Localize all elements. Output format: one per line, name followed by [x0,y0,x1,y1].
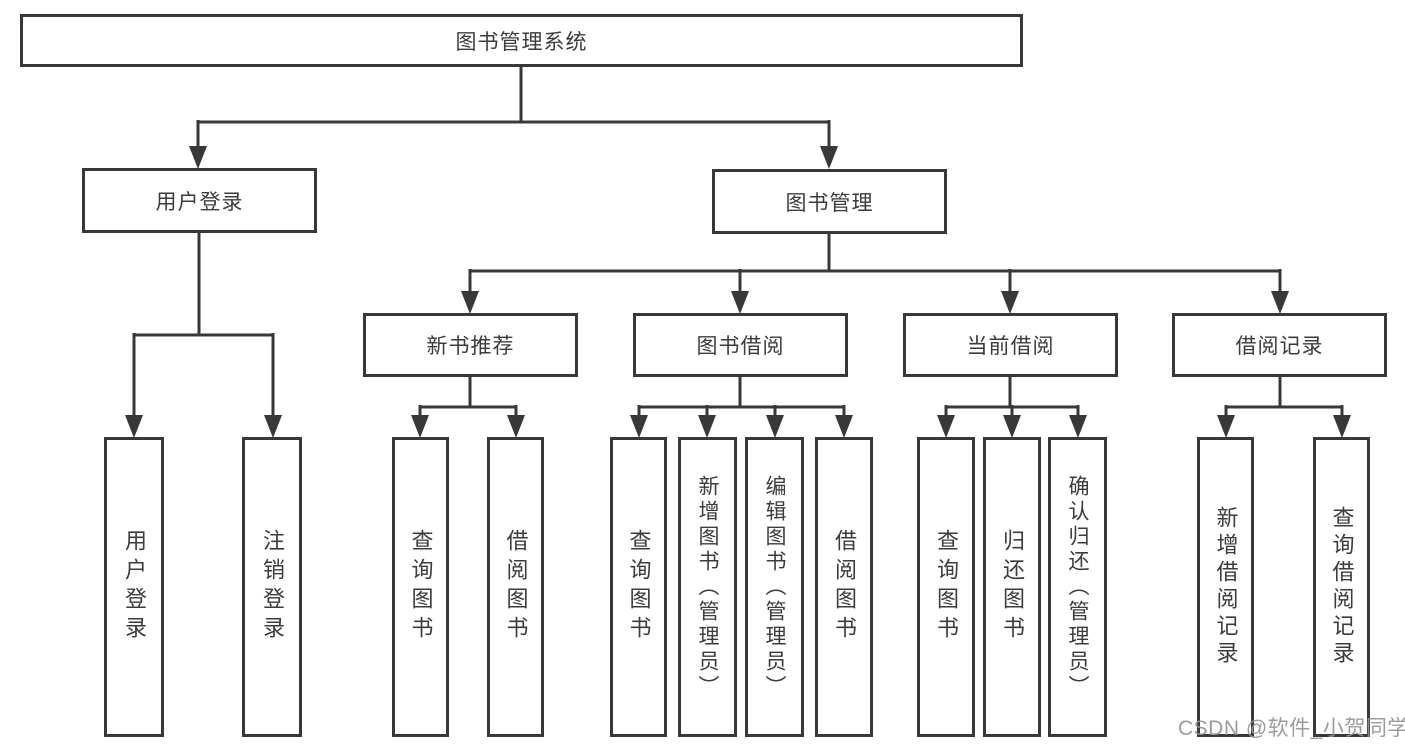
node-current-borrow: 当前借阅 [903,313,1118,377]
leaf-current-return-books-label: 归还图书 [1000,529,1025,645]
leaf-records-query-record-label: 查询借阅记录 [1329,506,1355,668]
node-book-mgmt: 图书管理 [712,169,947,234]
edge-login-to-leaves [132,233,275,416]
node-book-borrow-label: 图书借阅 [696,335,785,358]
leaf-current-confirm-return-admin: 确认归还（管理员） [1048,437,1107,737]
node-current-borrow-label: 当前借阅 [966,335,1055,358]
leaf-current-confirm-return-admin-label: 确认归还（管理员） [1066,474,1089,700]
arrowheads [125,146,1351,438]
node-new-book-rec: 新书推荐 [363,313,578,377]
leaf-borrow-add-books-admin-label: 新增图书（管理员） [696,474,719,700]
leaf-newrec-query-books: 查询图书 [392,437,449,737]
leaf-newrec-query-books-label: 查询图书 [408,529,434,645]
node-borrow-records: 借阅记录 [1172,313,1387,377]
leaf-newrec-borrow-books: 借阅图书 [487,437,544,737]
leaf-current-query-books-label: 查询图书 [934,529,959,645]
csdn-watermark: CSDN @软件_小贺同学 [1178,717,1405,740]
leaf-borrow-query-books-label: 查询图书 [626,529,652,645]
node-user-login-label: 用户登录 [155,190,244,214]
edge-borrow-to-leaves [637,377,846,416]
node-book-borrow: 图书借阅 [633,313,848,377]
leaf-logout-label: 注销登录 [260,529,285,645]
leaf-current-query-books: 查询图书 [917,437,975,737]
leaf-borrow-borrow-books-label: 借阅图书 [832,529,857,645]
leaf-borrow-edit-books-admin: 编辑图书（管理员） [745,437,804,737]
node-new-book-rec-label: 新书推荐 [426,335,515,358]
edge-root-to-level2 [196,67,831,147]
edge-newbook-to-leaves [418,377,518,416]
leaf-user-login-label: 用户登录 [122,529,147,645]
leaf-records-add-record-label: 新增借阅记录 [1213,506,1239,668]
leaf-newrec-borrow-books-label: 借阅图书 [503,529,529,645]
leaf-logout: 注销登录 [242,437,302,737]
edge-bookmgmt-to-level3 [468,234,1282,292]
leaf-borrow-borrow-books: 借阅图书 [815,437,873,737]
edge-current-to-leaves [944,377,1080,416]
node-root-label: 图书管理系统 [455,30,588,54]
leaf-records-add-record: 新增借阅记录 [1197,437,1254,737]
node-book-mgmt-label: 图书管理 [785,191,874,215]
leaf-user-login: 用户登录 [104,437,164,737]
leaf-borrow-edit-books-admin-label: 编辑图书（管理员） [763,474,786,700]
node-root: 图书管理系统 [20,14,1023,67]
edge-records-to-leaves [1224,377,1344,416]
node-borrow-records-label: 借阅记录 [1235,335,1324,358]
node-user-login: 用户登录 [82,168,317,233]
leaf-borrow-query-books: 查询图书 [610,437,667,737]
leaf-records-query-record: 查询借阅记录 [1313,437,1370,737]
leaf-current-return-books: 归还图书 [983,437,1041,737]
leaf-borrow-add-books-admin: 新增图书（管理员） [678,437,737,737]
